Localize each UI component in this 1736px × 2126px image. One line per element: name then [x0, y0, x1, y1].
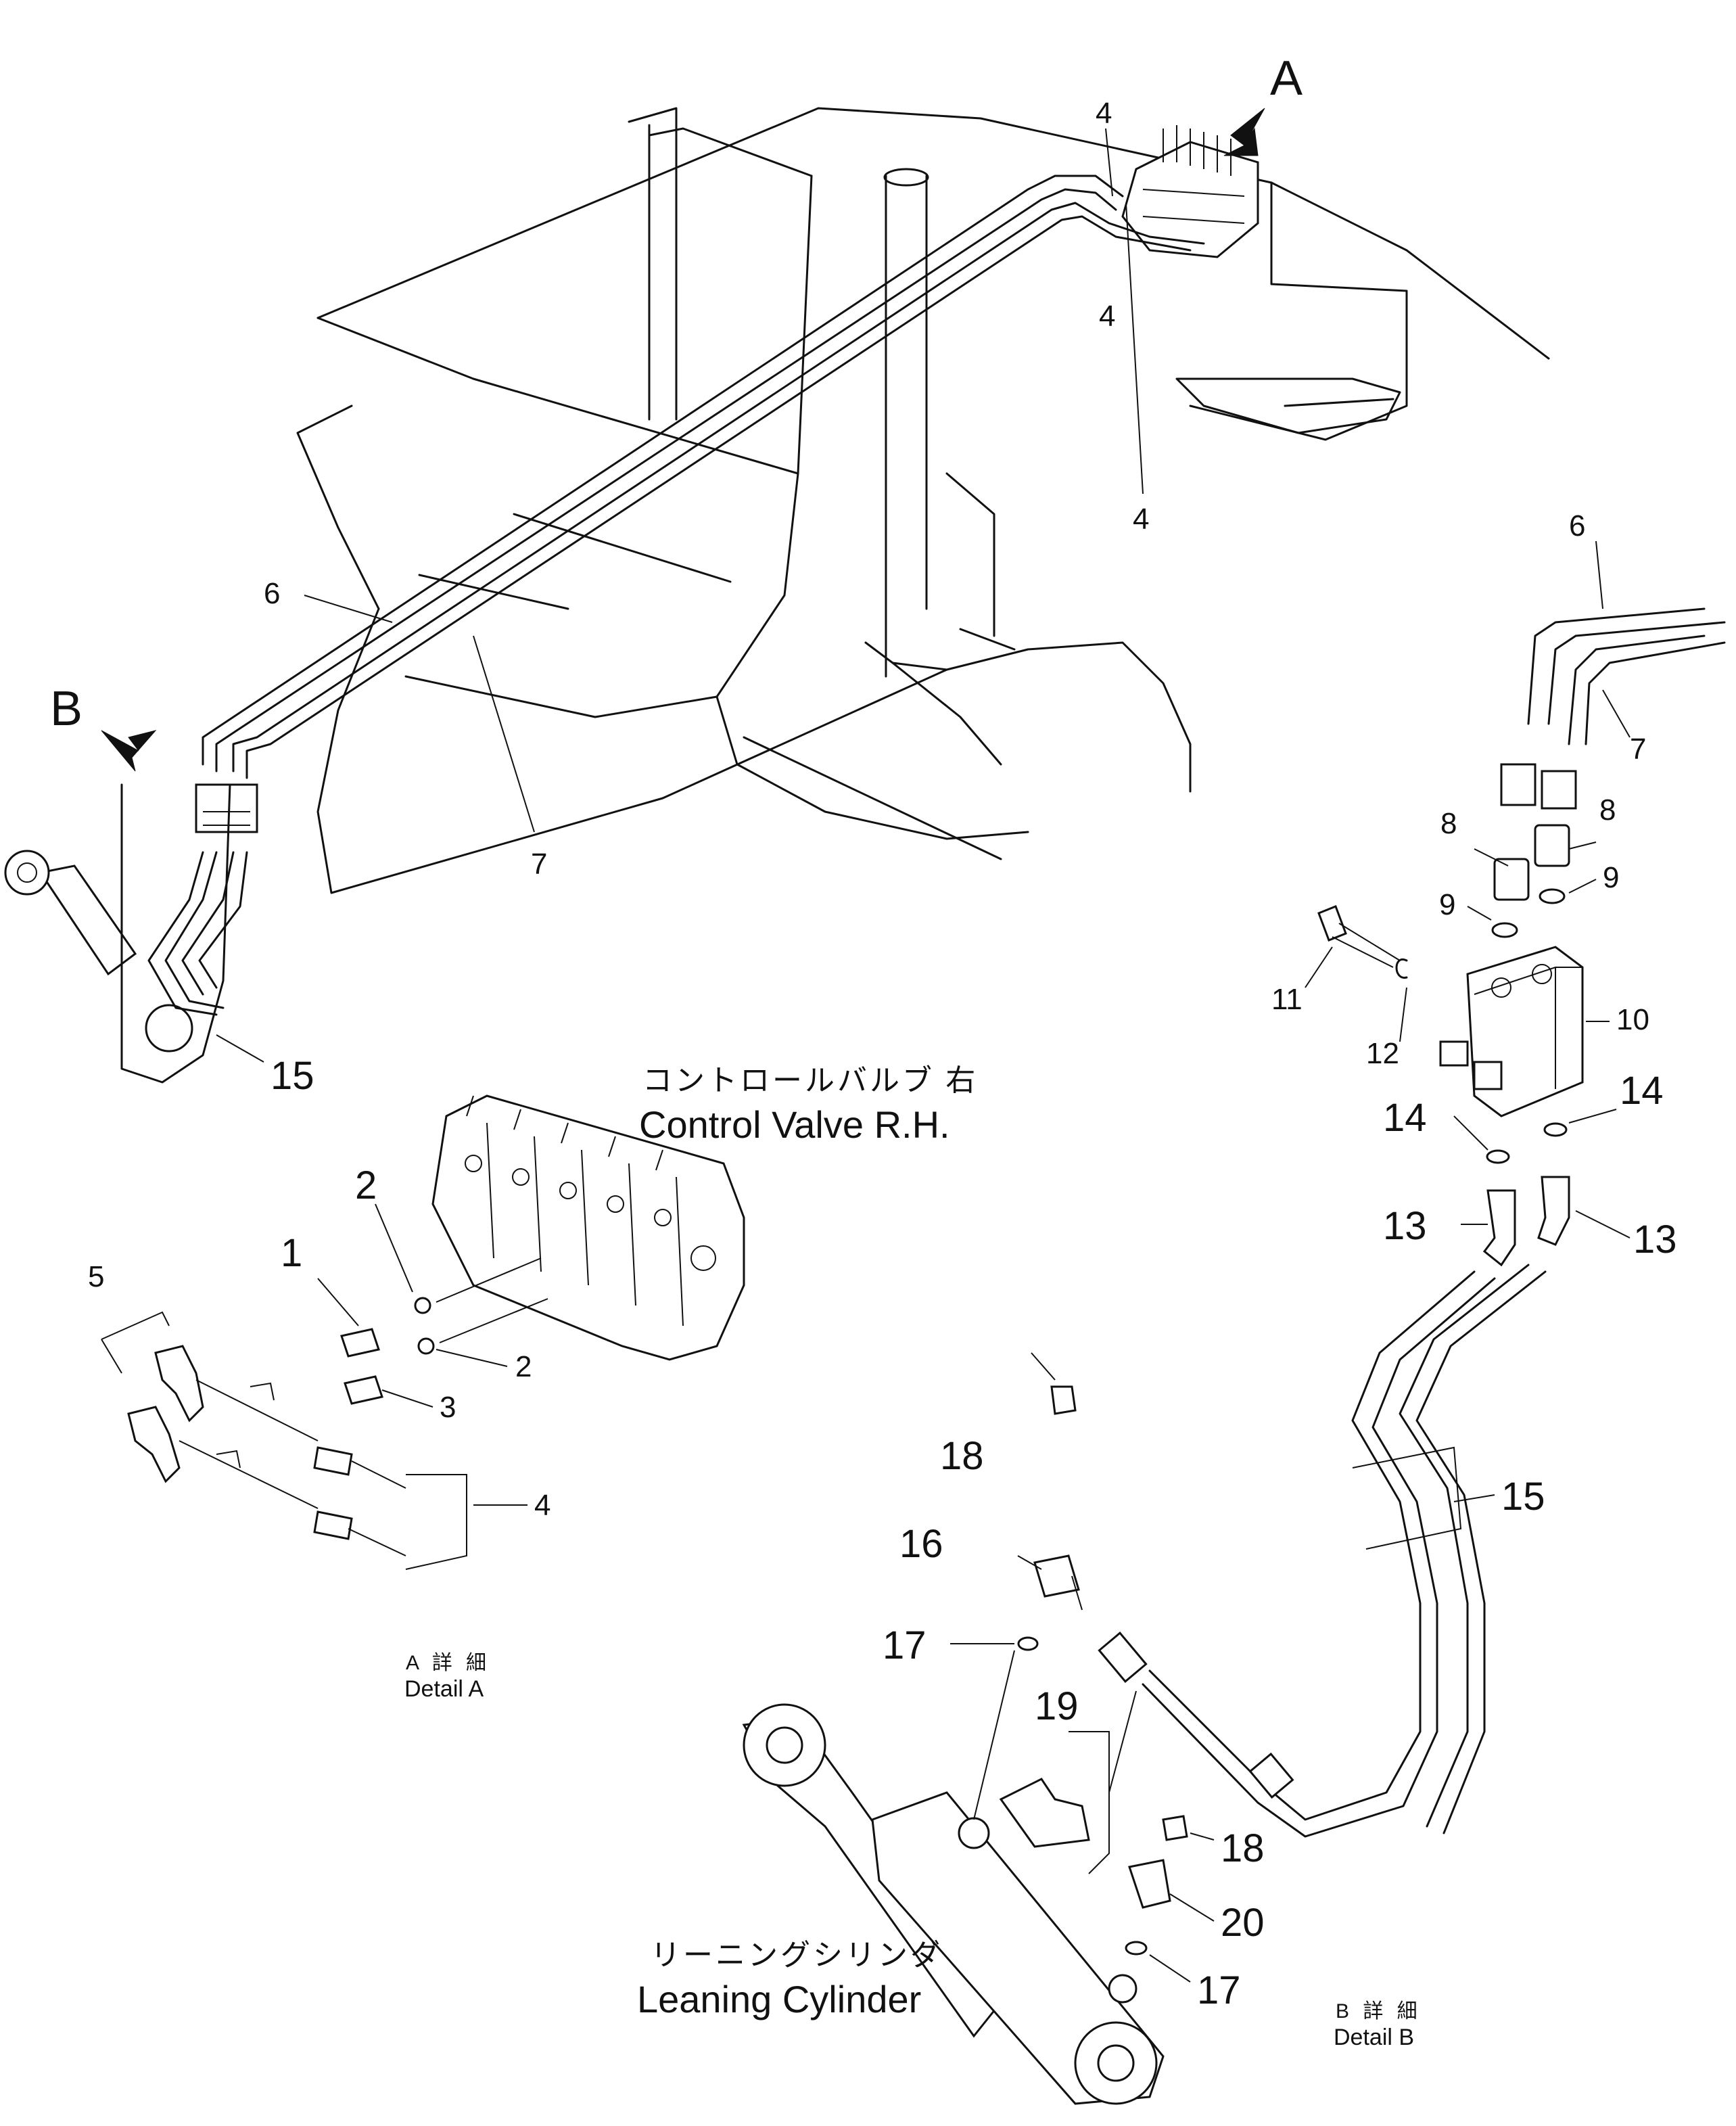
callout-12: 12	[1366, 1037, 1399, 1070]
callout-3: 3	[440, 1391, 456, 1424]
leaning-cylinder-drawing	[742, 1385, 1188, 2105]
callout-17: 17	[1197, 1968, 1241, 2012]
detail-b-drawing	[1098, 607, 1726, 1838]
callout-19: 19	[1035, 1684, 1079, 1728]
callout-9: 9	[1603, 861, 1619, 894]
callout-4: 4	[1096, 97, 1112, 130]
callout-14: 14	[1620, 1069, 1664, 1113]
callout-14: 14	[1383, 1096, 1427, 1140]
callout-1: 1	[281, 1231, 302, 1275]
callout-18: 18	[940, 1434, 984, 1478]
callout-2: 2	[355, 1163, 377, 1207]
callout-2: 2	[515, 1350, 532, 1383]
caption-leaning-cylinder-jp: リーニングシリンダ	[651, 1939, 943, 1972]
view-marker-b: B	[50, 682, 83, 736]
callout-4: 4	[1099, 300, 1115, 333]
callout-5: 5	[88, 1260, 104, 1293]
leader-lines	[216, 128, 1631, 1983]
detail-b-caption-en: Detail B	[1334, 2025, 1414, 2050]
callout-18: 18	[1221, 1826, 1265, 1870]
callout-4: 4	[534, 1489, 550, 1522]
caption-leaning-cylinder-en: Leaning Cylinder	[637, 1978, 921, 2020]
callout-7: 7	[1630, 733, 1646, 766]
callout-9: 9	[1439, 888, 1455, 921]
callout-11: 11	[1271, 983, 1303, 1016]
callout-15: 15	[1501, 1475, 1545, 1519]
callout-8: 8	[1599, 793, 1616, 827]
callout-8: 8	[1440, 807, 1457, 840]
detail-a-caption-jp: A 詳 細	[406, 1652, 490, 1674]
callout-10: 10	[1616, 1003, 1649, 1036]
caption-control-valve-en: Control Valve R.H.	[639, 1103, 950, 1146]
caption-control-valve-jp: コントロールバルブ 右	[642, 1064, 978, 1097]
callout-6: 6	[1569, 509, 1585, 542]
view-marker-a: A	[1270, 51, 1303, 106]
detail-b-caption-jp: B 詳 細	[1336, 2000, 1422, 2023]
callout-15: 15	[271, 1054, 314, 1098]
callout-7: 7	[531, 848, 547, 881]
callout-6: 6	[264, 577, 280, 610]
main-frame-drawing	[4, 107, 1550, 1084]
detail-a-caption-en: Detail A	[404, 1676, 484, 1702]
callout-13: 13	[1633, 1218, 1677, 1262]
callout-20: 20	[1221, 1901, 1265, 1945]
detail-a-drawing	[101, 1094, 745, 1570]
callout-16: 16	[899, 1522, 943, 1566]
callout-4: 4	[1133, 503, 1149, 536]
callout-17: 17	[883, 1623, 926, 1667]
callout-13: 13	[1383, 1204, 1427, 1248]
